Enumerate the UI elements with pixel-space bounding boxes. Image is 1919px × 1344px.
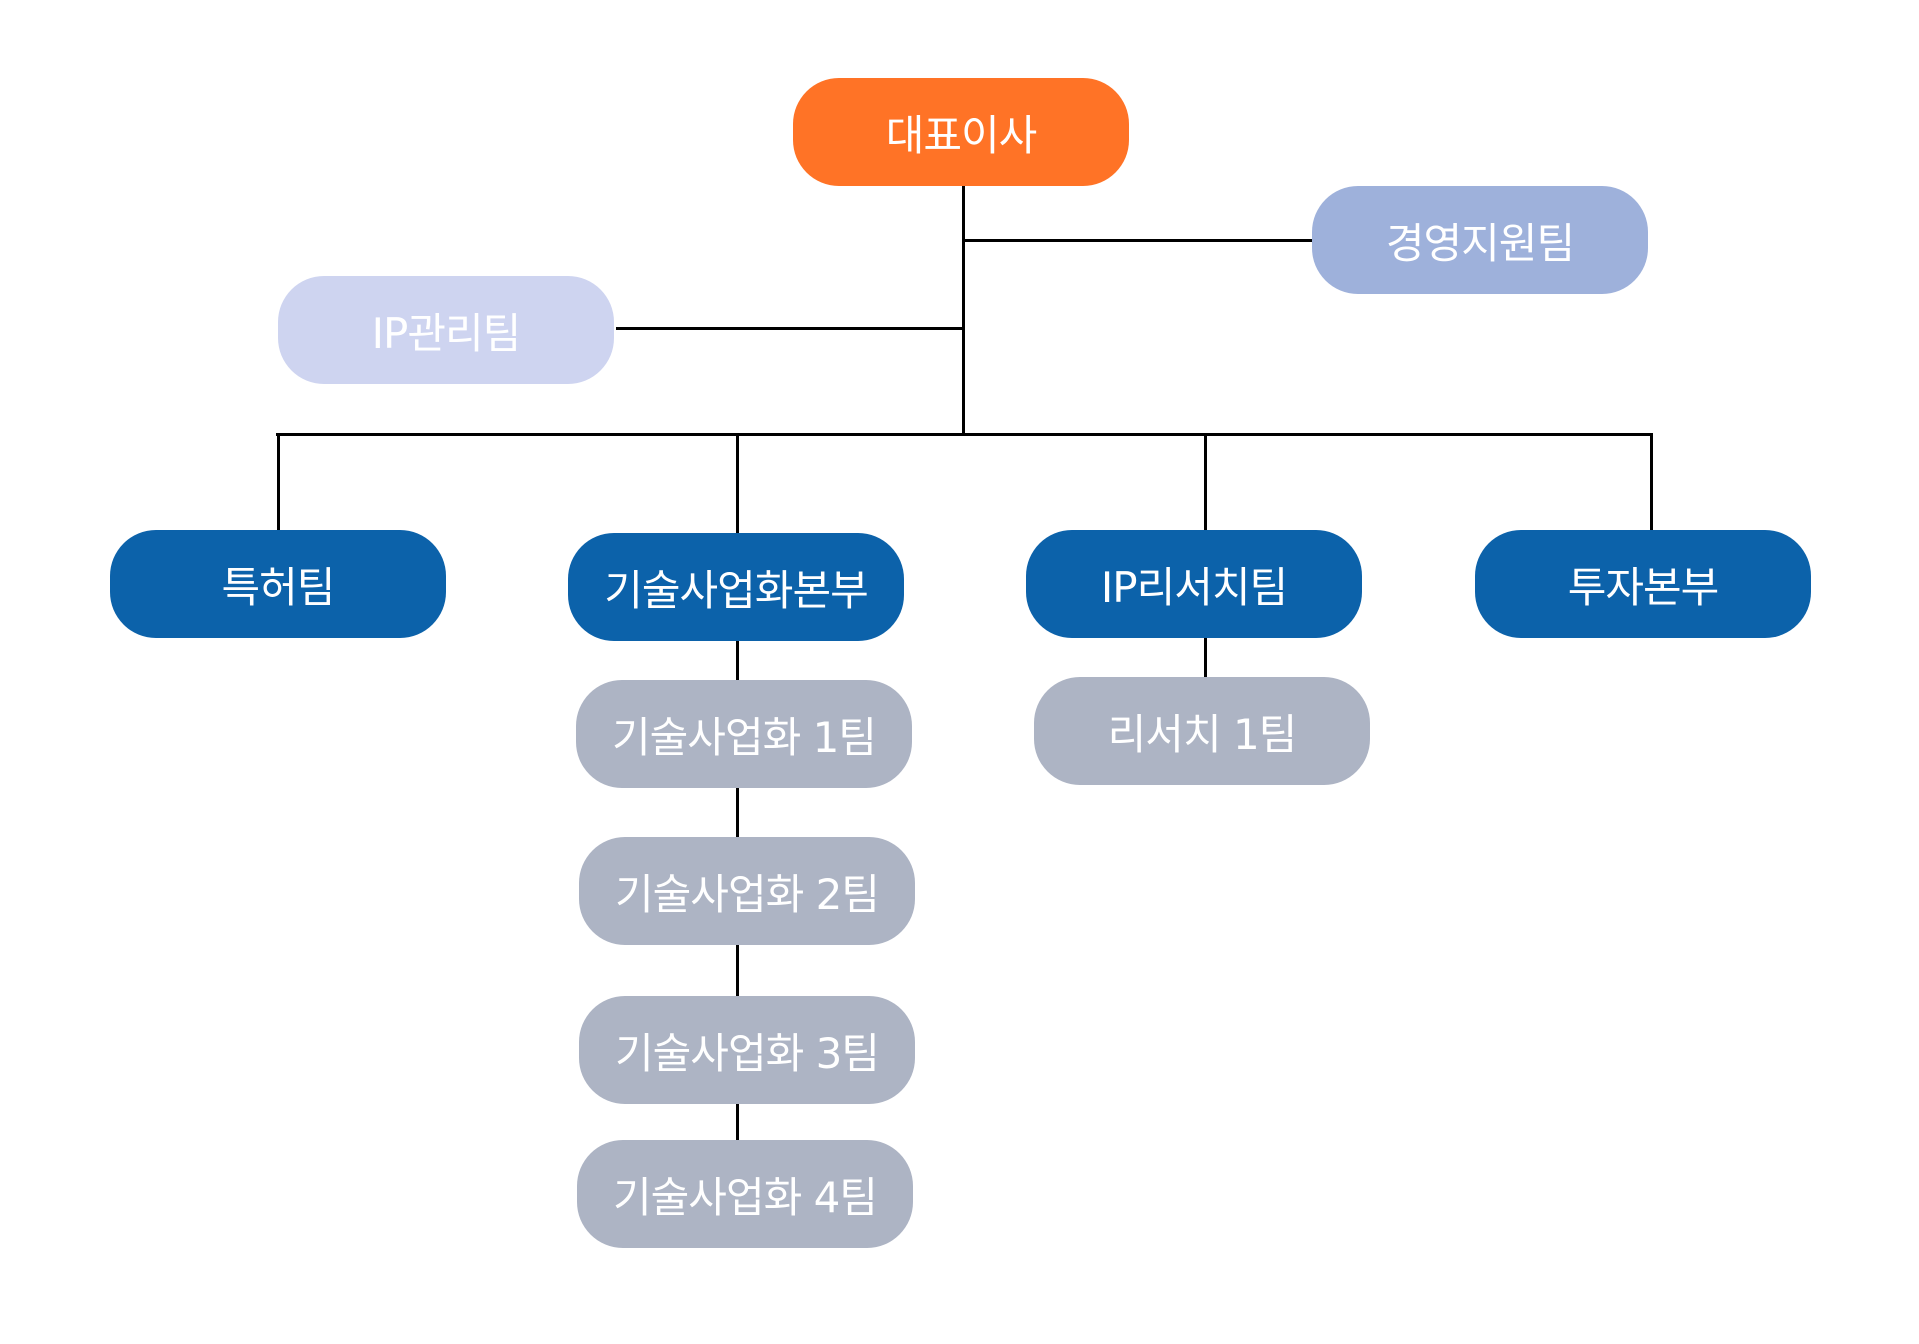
connector-management-support — [963, 239, 1316, 242]
node-tech-team-2-label: 기술사업화 2팀 — [615, 869, 880, 919]
node-investment-label: 투자본부 — [1567, 562, 1720, 612]
node-ceo-label: 대표이사 — [885, 110, 1038, 160]
node-tech-team-1-label: 기술사업화 1팀 — [612, 712, 877, 762]
node-ip-management: IP관리팀 — [278, 276, 614, 384]
node-management-support-label: 경영지원팀 — [1385, 218, 1575, 268]
node-research-team-1: 리서치 1팀 — [1034, 677, 1370, 785]
connector-ceo-trunk — [962, 186, 965, 435]
node-tech-commercialization: 기술사업화본부 — [568, 533, 904, 641]
connector-ip-research — [1204, 433, 1207, 531]
node-tech-team-4: 기술사업화 4팀 — [577, 1140, 913, 1248]
connector-patent — [277, 433, 280, 531]
node-patent-label: 특허팀 — [221, 562, 336, 612]
node-tech-commercialization-label: 기술사업화본부 — [604, 565, 868, 615]
node-tech-team-3-label: 기술사업화 3팀 — [615, 1028, 880, 1078]
node-tech-team-4-label: 기술사업화 4팀 — [613, 1172, 878, 1222]
connector-tech-commercialization — [736, 433, 739, 534]
node-tech-team-1: 기술사업화 1팀 — [576, 680, 912, 788]
node-ip-research-label: IP리서치팀 — [1100, 562, 1288, 612]
node-tech-team-3: 기술사업화 3팀 — [579, 996, 915, 1104]
connector-investment — [1650, 433, 1653, 531]
node-ceo: 대표이사 — [793, 78, 1129, 186]
connector-division-bus — [276, 433, 1653, 436]
node-patent: 특허팀 — [110, 530, 446, 638]
node-ip-management-label: IP관리팀 — [371, 308, 522, 358]
node-tech-team-2: 기술사업화 2팀 — [579, 837, 915, 945]
node-ip-research: IP리서치팀 — [1026, 530, 1362, 638]
node-management-support: 경영지원팀 — [1312, 186, 1648, 294]
connector-research-team — [1204, 637, 1207, 679]
node-research-team-1-label: 리서치 1팀 — [1107, 709, 1298, 759]
node-investment: 투자본부 — [1475, 530, 1811, 638]
connector-ip-management — [616, 327, 964, 330]
